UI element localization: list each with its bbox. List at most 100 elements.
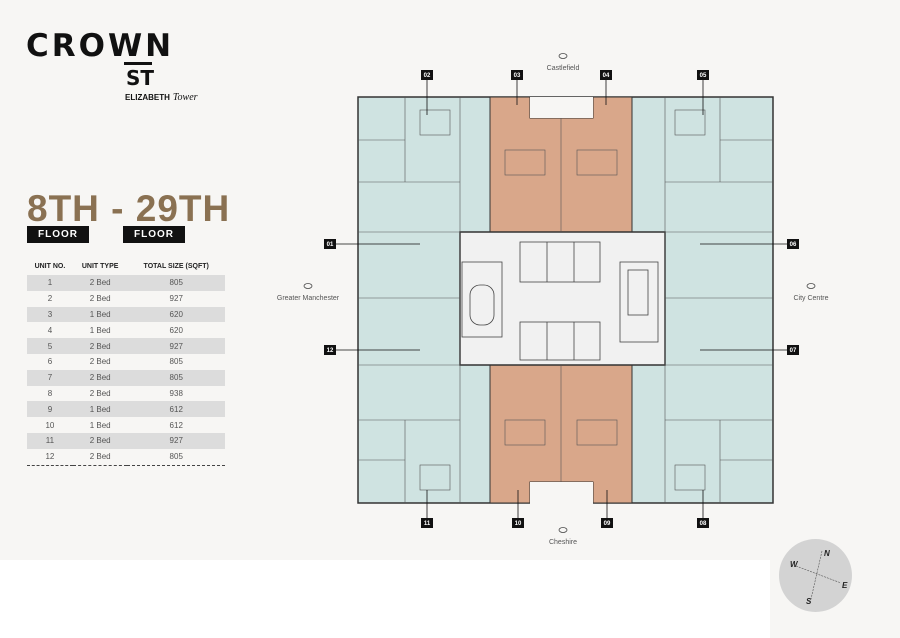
- table-cell: 612: [127, 401, 225, 418]
- room-walls: [358, 97, 773, 503]
- table-cell: 805: [127, 369, 225, 386]
- unit-label-box: [787, 239, 799, 249]
- table-cell: 805: [127, 275, 225, 291]
- table-cell: 927: [127, 432, 225, 449]
- logo-sub-text: ELIZABETH: [125, 93, 170, 102]
- table-cell: 3: [27, 306, 73, 323]
- col-total-size: TOTAL SIZE (SQFT): [143, 263, 209, 270]
- table-cell: 2 Bed: [89, 357, 111, 367]
- floor-range-heading: 8TH - 29TH: [27, 188, 231, 229]
- table-cell: 1 Bed: [89, 325, 111, 335]
- table-cell: 2 Bed: [89, 452, 111, 462]
- eye-icon: [558, 53, 568, 59]
- unit-label: 04: [603, 73, 610, 79]
- col-unit-type: UNIT TYPE: [81, 263, 119, 270]
- core-details: [461, 241, 659, 361]
- unit-label-box: [601, 518, 613, 528]
- table-row: 10 1 Bed 612: [27, 417, 225, 433]
- table-cell: 2 Bed: [72, 275, 128, 291]
- blank-panel: [0, 560, 770, 638]
- table-cell: 1 Bed: [89, 420, 111, 430]
- logo-st: ST: [126, 66, 155, 90]
- unit-label-box: [421, 518, 433, 528]
- table-cell: 6: [47, 357, 53, 367]
- table-cell: 7: [27, 369, 73, 386]
- unit-label-box: [511, 70, 523, 80]
- table-cell: 8: [47, 388, 53, 398]
- unit-label: 11: [424, 521, 431, 527]
- top-notch: [530, 97, 593, 118]
- table-cell: 4: [47, 325, 53, 335]
- compass-icon: N E S W: [779, 539, 852, 612]
- table-cell: 9: [27, 401, 73, 418]
- table-cell: 10: [45, 420, 55, 430]
- view-south: Cheshire: [549, 539, 577, 546]
- unit-label: 08: [700, 521, 707, 527]
- unit-labels: [336, 80, 793, 523]
- table-cell: 927: [127, 338, 225, 354]
- table-row: 2 2 Bed 927: [27, 291, 225, 307]
- eye-icon: [558, 527, 568, 533]
- unit-label: 10: [515, 521, 522, 527]
- table-cell: 1 Bed: [72, 401, 128, 418]
- compass-w: W: [790, 560, 798, 569]
- unit-label: 05: [700, 73, 707, 79]
- logo-sub-italic: Tower: [172, 92, 198, 103]
- table-cell: 2 Bed: [72, 338, 128, 354]
- logo-crown: CROWN: [26, 28, 175, 64]
- unit-label-box: [600, 70, 612, 80]
- unit-label-box: [787, 345, 799, 355]
- unit-label: 03: [514, 73, 521, 79]
- eye-icon: [303, 283, 313, 289]
- table-cell: 5: [27, 338, 73, 354]
- view-labels: Castlefield Greater Manchester City Cent…: [277, 53, 829, 546]
- unit-label: 02: [424, 73, 431, 79]
- table-cell: 612: [169, 420, 183, 430]
- table-cell: 2 Bed: [89, 388, 111, 398]
- col-unit-no: UNIT NO.: [34, 263, 66, 270]
- unit-label-box: [697, 70, 709, 80]
- eye-icon: [806, 283, 816, 289]
- table-cell: 620: [127, 306, 225, 323]
- logo-bar: [124, 62, 152, 65]
- table-cell: 2 Bed: [89, 294, 111, 304]
- compass-e: E: [842, 581, 848, 590]
- unit-label: 12: [327, 348, 334, 354]
- table-cell: 938: [169, 388, 183, 398]
- unit-label: 07: [790, 348, 797, 354]
- unit-label-box: [324, 345, 336, 355]
- view-east: City Centre: [793, 295, 828, 302]
- table-cell: 805: [169, 452, 183, 462]
- bottom-notch: [530, 482, 593, 504]
- unit-label-box: [512, 518, 524, 528]
- table-cell: 927: [169, 294, 183, 304]
- unit-label: 06: [790, 242, 797, 248]
- table-row: 6 2 Bed 805: [27, 354, 225, 370]
- view-west: Greater Manchester: [277, 295, 340, 302]
- floor-tag-1: FLOOR: [27, 226, 89, 243]
- table-cell: 1 Bed: [72, 306, 128, 323]
- table-row: 8 2 Bed 938: [27, 386, 225, 402]
- table-cell: 805: [169, 357, 183, 367]
- table-cell: 2 Bed: [72, 432, 128, 449]
- unit-label-box: [421, 70, 433, 80]
- core: [459, 231, 666, 366]
- unit-label: 01: [327, 242, 334, 248]
- table-cell: 2 Bed: [72, 369, 128, 386]
- table-cell: 1: [27, 275, 73, 291]
- unit-label-box: [324, 239, 336, 249]
- compass-s: S: [806, 597, 812, 606]
- table-cell: 2: [47, 294, 53, 304]
- view-north: Castlefield: [547, 65, 580, 72]
